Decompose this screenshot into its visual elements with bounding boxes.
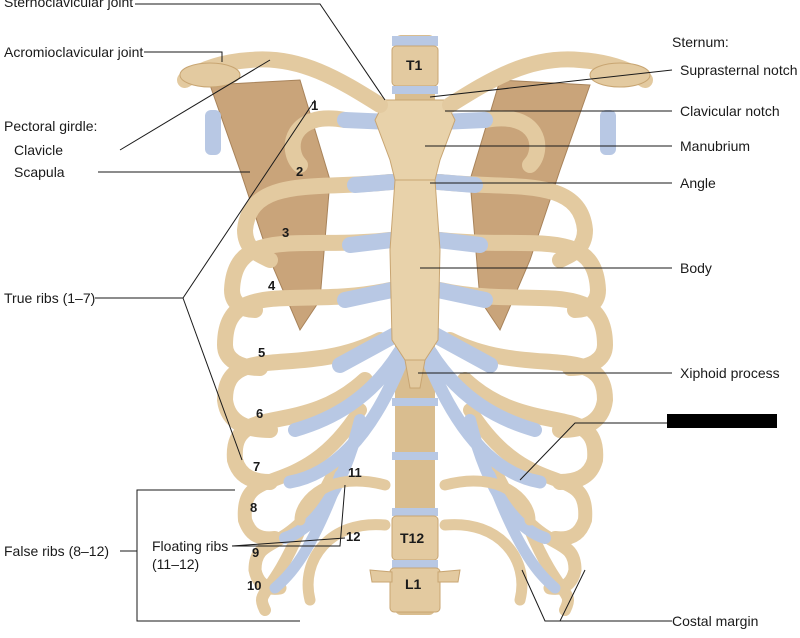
left-glenoid-cartilage (205, 110, 221, 155)
label-sternum: Sternum: (672, 34, 729, 50)
left-ribs (216, 110, 398, 616)
label-floating-ribs: Floating ribs (152, 538, 229, 554)
left-acromion (179, 62, 241, 88)
rib-number-4: 4 (268, 278, 276, 293)
label-t1: T1 (406, 57, 423, 73)
right-costal-cartilages (421, 112, 561, 594)
redaction-box (667, 414, 777, 428)
rib-number-7: 7 (253, 459, 261, 474)
rib-number-2: 2 (296, 164, 304, 179)
rib-number-9: 9 (252, 545, 260, 560)
rib-number-1: 1 (311, 98, 319, 113)
label-false-ribs: False ribs (8–12) (4, 543, 110, 559)
vertebra-t1-disc (392, 36, 438, 46)
vertebra-l1-body (389, 567, 441, 613)
label-acromioclavicular-joint: Acromioclavicular joint (4, 44, 144, 60)
label-xiphoid-process: Xiphoid process (680, 365, 780, 381)
rib-number-8: 8 (250, 500, 258, 515)
label-clavicular-notch: Clavicular notch (680, 103, 780, 119)
label-pectoral-girdle: Pectoral girdle: (4, 118, 98, 134)
label-body: Body (680, 260, 712, 276)
rib-number-3: 3 (282, 225, 290, 240)
l1-transverse-processes (369, 569, 461, 583)
label-clavicle: Clavicle (14, 142, 64, 158)
rib-number-12: 12 (346, 529, 361, 544)
right-acromion (589, 62, 651, 88)
disc-lower-1 (392, 398, 438, 406)
rib-number-11: 11 (348, 465, 362, 480)
right-floating-ribs (439, 475, 536, 606)
label-floating-ribs-range: (11–12) (152, 556, 200, 572)
label-angle: Angle (680, 175, 716, 191)
sternum-body (389, 179, 441, 361)
manubrium (374, 99, 456, 181)
label-true-ribs: True ribs (1–7) (4, 290, 96, 306)
right-ribs (432, 110, 614, 616)
xiphoid (404, 359, 426, 389)
label-scapula: Scapula (14, 164, 65, 180)
rib-number-6: 6 (256, 406, 264, 421)
disc-t1 (392, 86, 438, 94)
rib-number-10: 10 (247, 578, 262, 593)
disc-l1 (392, 560, 438, 568)
label-t12: T12 (400, 530, 425, 546)
rib-number-5: 5 (258, 345, 266, 360)
disc-lower-2 (392, 452, 438, 460)
left-costal-cartilages (269, 112, 409, 594)
label-l1: L1 (405, 576, 422, 592)
disc-t12 (392, 508, 438, 516)
right-glenoid-cartilage (600, 110, 616, 155)
label-sternoclavicular-joint: Sternoclavicular joint (4, 0, 134, 10)
label-suprasternal-notch: Suprasternal notch (680, 62, 798, 78)
label-manubrium: Manubrium (680, 138, 751, 154)
label-costal-margin: Costal margin (672, 613, 759, 629)
leader-lines (95, 3, 740, 622)
